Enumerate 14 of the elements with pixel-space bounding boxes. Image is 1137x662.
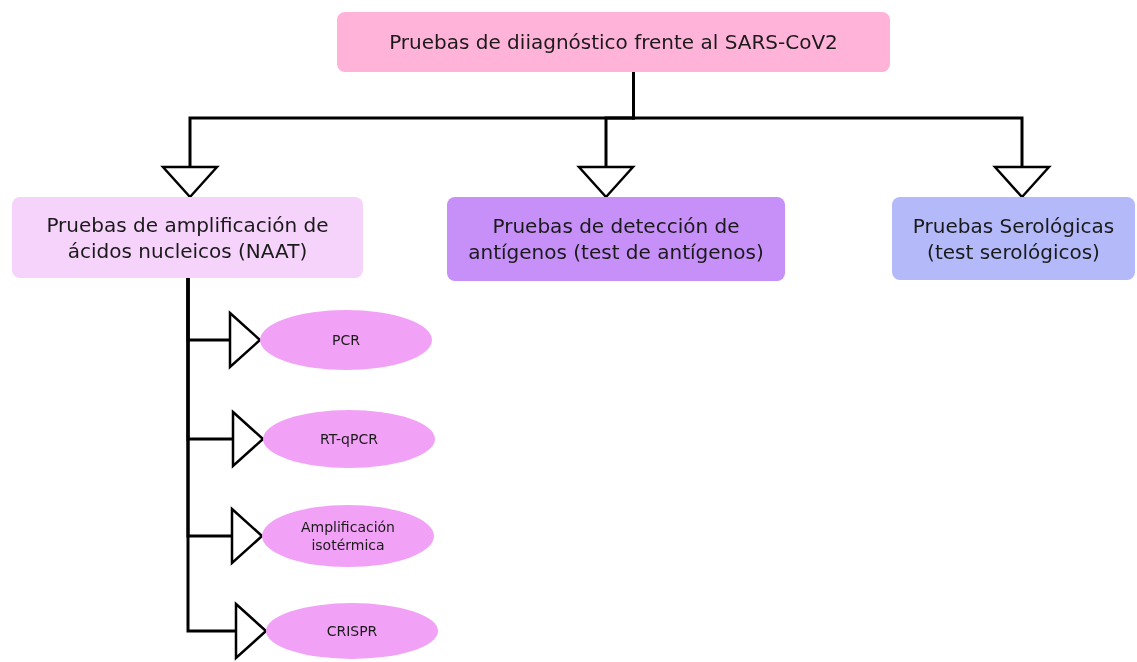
node-label: Pruebas Serológicas (test serológicos) (911, 212, 1116, 265)
node-label: Pruebas de diiagnóstico frente al SARS-CoV2 (389, 29, 838, 55)
node-label: CRISPR (326, 621, 378, 641)
node-label: Amplificación isotérmica (300, 517, 396, 555)
category-box (892, 197, 1135, 280)
category-box (337, 12, 890, 72)
node-label: PCR (332, 330, 360, 350)
arrow (632, 72, 1051, 199)
arrow (186, 278, 268, 660)
node-label: Pruebas de detección de antígenos (test de antígenos) (467, 213, 765, 265)
category-box (447, 197, 785, 281)
category-box (12, 197, 363, 278)
node-label: RT-qPCR (320, 429, 378, 449)
node-label: Pruebas de amplificación de ácidos nucleicos (NAAT) (45, 211, 330, 264)
